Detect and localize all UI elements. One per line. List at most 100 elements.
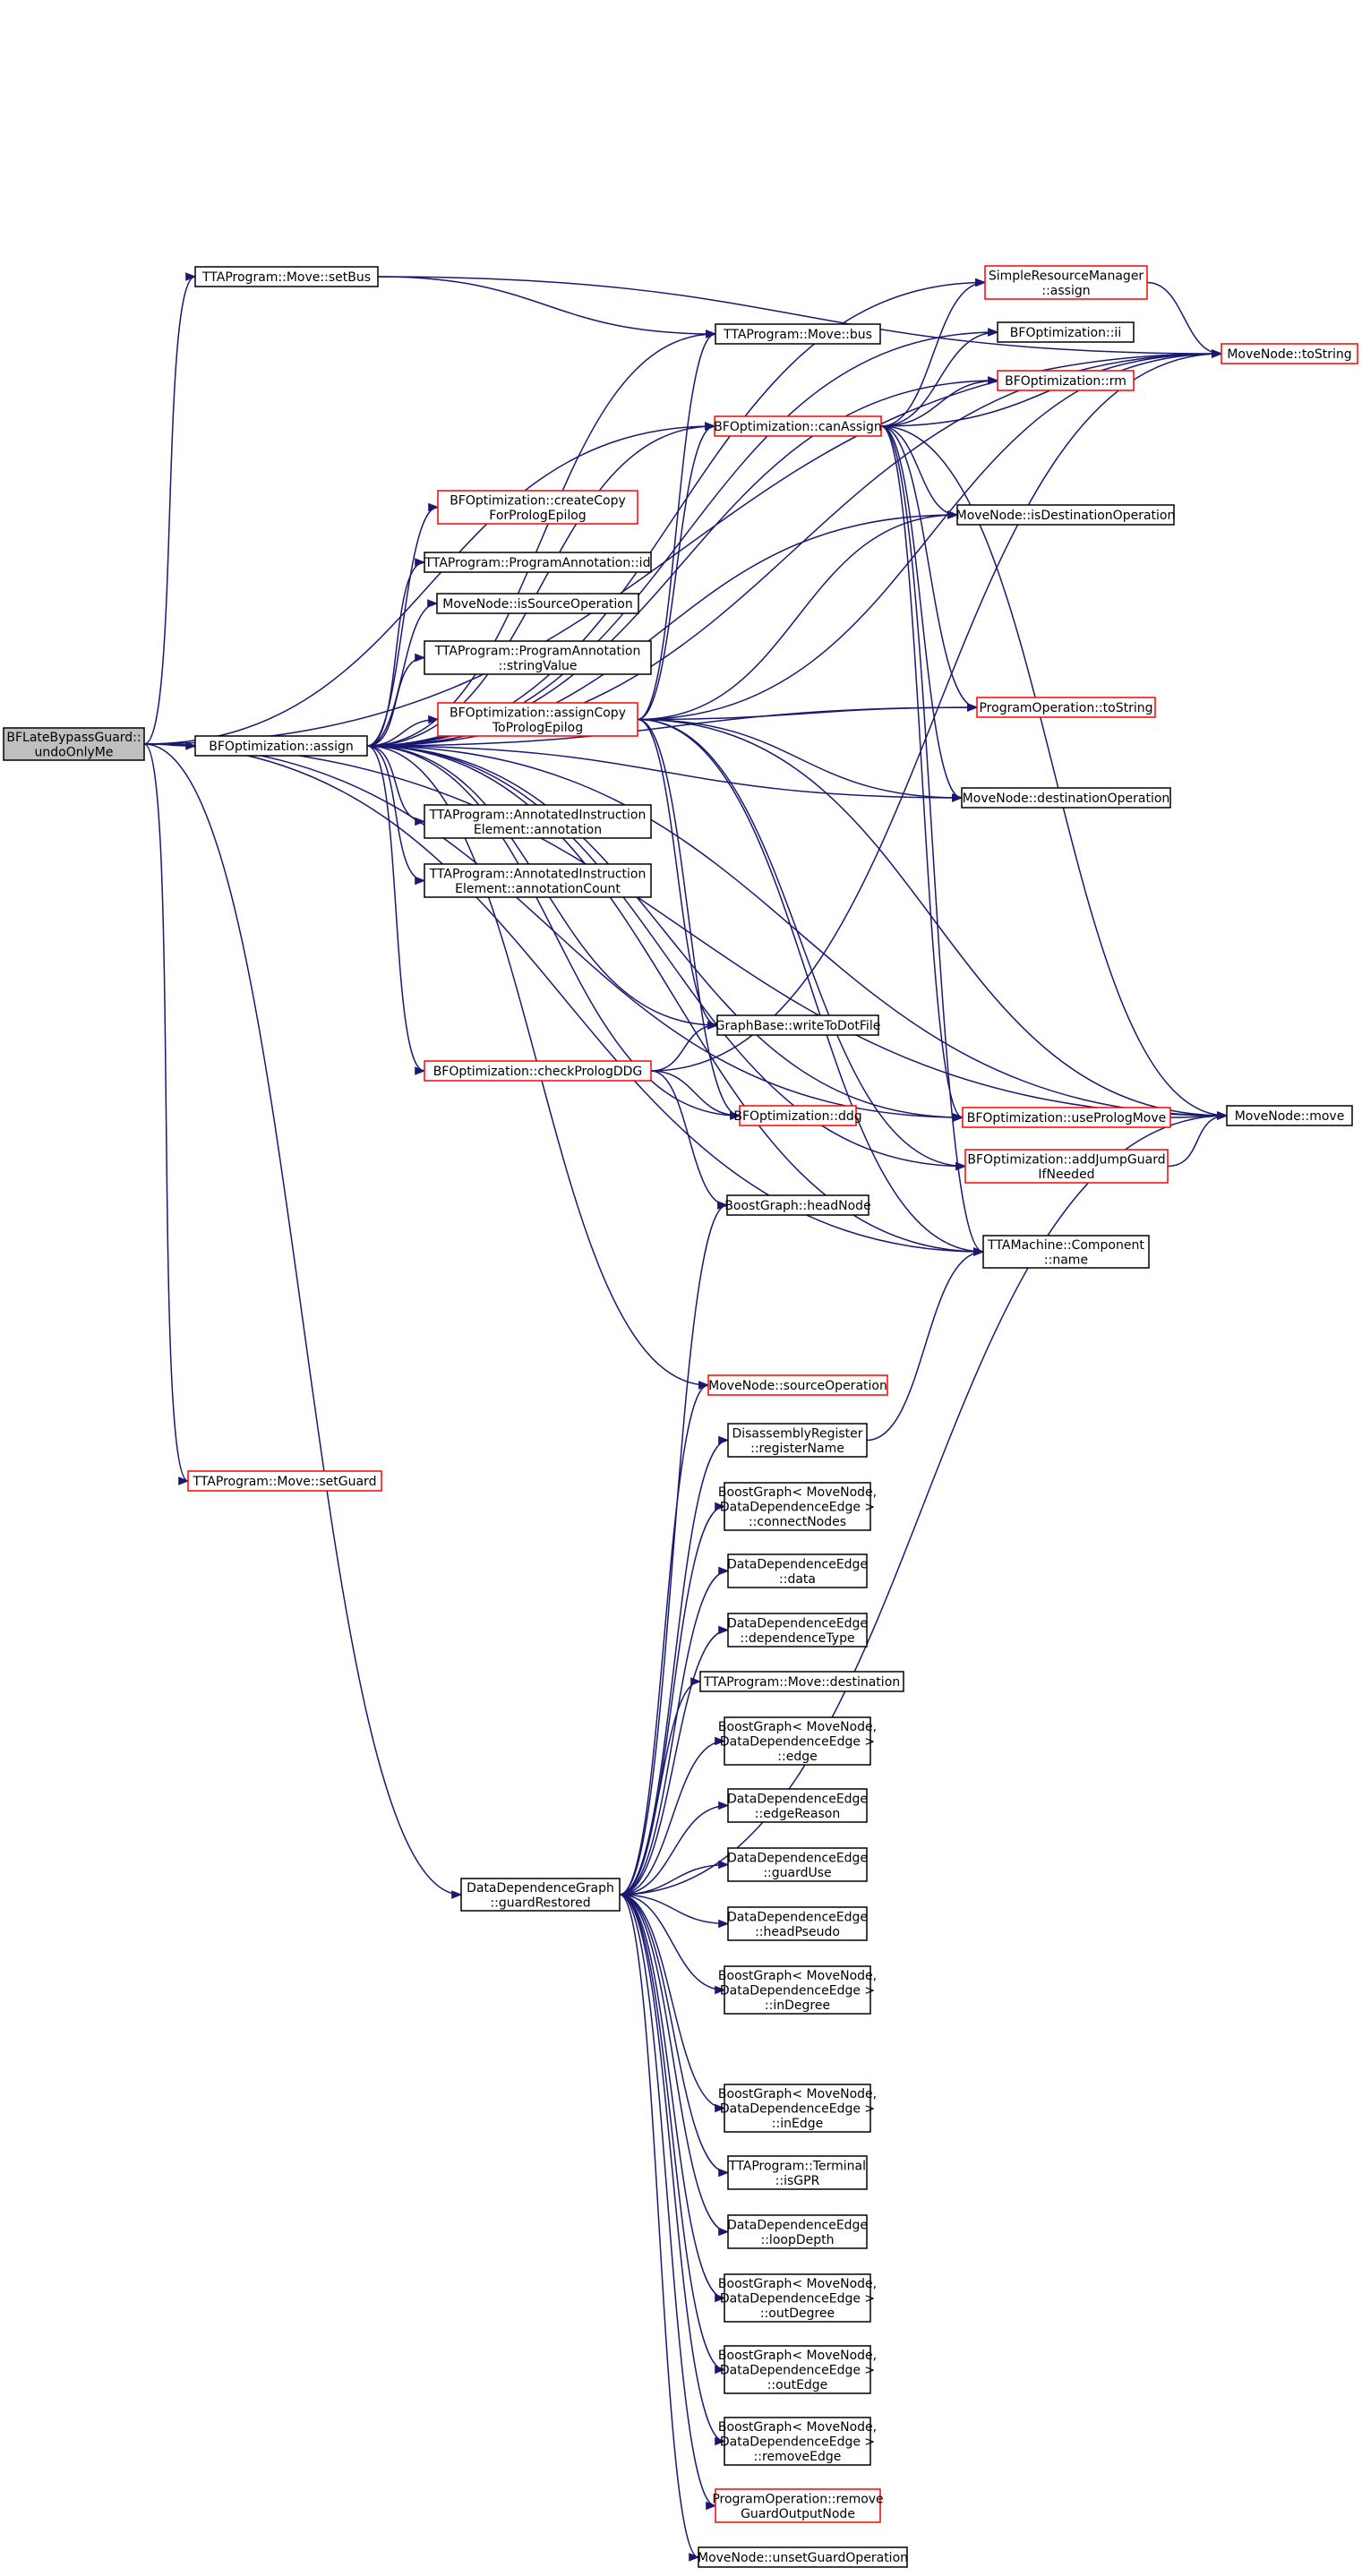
node-box-isGPR — [727, 2155, 868, 2190]
node-label-inDegree-line-1: DataDependenceEdge > — [720, 1984, 875, 1998]
node-checkPrologDDG[interactable]: BFOptimization::checkPrologDDG — [424, 1060, 652, 1082]
node-guardRestored[interactable]: DataDependenceGraph::guardRestored — [460, 1878, 621, 1912]
node-label-connectNodes-line-0: BoostGraph< MoveNode, — [718, 1485, 877, 1500]
edge-assignCopy-to-canAssign — [637, 422, 716, 721]
edge-checkPrologDDG-to-writeToDotFile — [650, 1021, 719, 1072]
node-label-componentName-line-1: ::name — [1044, 1253, 1088, 1267]
node-outDegree[interactable]: BoostGraph< MoveNode,DataDependenceEdge … — [718, 2273, 877, 2323]
node-setBus[interactable]: TTAProgram::Move::setBus — [194, 266, 379, 287]
node-poToString[interactable]: ProgramOperation::toString — [976, 697, 1156, 718]
node-annotation[interactable]: TTAProgram::AnnotatedInstructionElement:… — [424, 804, 652, 839]
node-label-outDegree-line-1: DataDependenceEdge > — [720, 2292, 875, 2306]
node-label-guardRestored-line-1: ::guardRestored — [490, 1896, 590, 1910]
edge-assign-to-stringValue — [366, 653, 426, 747]
edge-assign-to-canAssign — [366, 422, 716, 747]
edge-guardRestored-to-mnMove — [619, 1111, 1229, 1896]
node-label-inEdge-line-1: DataDependenceEdge > — [720, 2102, 875, 2117]
node-label-guardRestored-line-0: DataDependenceGraph — [467, 1881, 614, 1896]
edge-guardRestored-to-removeGuard — [619, 1894, 717, 2511]
node-box-componentName — [982, 1235, 1150, 1269]
node-unsetGuard[interactable]: MoveNode::unsetGuardOperation — [698, 2546, 908, 2568]
node-box-mnToString — [1221, 343, 1358, 364]
node-label-edgeData-line-1: ::data — [779, 1572, 816, 1587]
node-annotId[interactable]: TTAProgram::ProgramAnnotation::id — [424, 552, 652, 573]
edge-root-to-canAssign — [143, 422, 716, 745]
node-label-removeEdge-line-2: ::removeEdge — [754, 2450, 842, 2464]
node-rm[interactable]: BFOptimization::rm — [997, 370, 1135, 391]
node-box-canAssign — [714, 415, 882, 437]
node-isGPR[interactable]: TTAProgram::Terminal::isGPR — [727, 2155, 868, 2190]
edge-guardRestored-to-loopDepth — [619, 1894, 730, 2237]
edge-guardRestored-to-removeEdge — [619, 1894, 726, 2446]
edge-srmAssign-to-mnToString — [1146, 281, 1223, 358]
node-moveDestination[interactable]: TTAProgram::Move::destination — [699, 1671, 904, 1692]
node-label-outDegree-line-2: ::outDegree — [760, 2306, 835, 2321]
node-box-headNode — [726, 1194, 869, 1216]
node-canAssign[interactable]: BFOptimization::canAssign — [714, 415, 882, 437]
edge-assign-to-createCopy — [366, 502, 440, 747]
node-mnMove[interactable]: MoveNode::move — [1226, 1105, 1353, 1126]
node-label-guardUse-line-1: ::guardUse — [763, 1866, 831, 1880]
node-box-poToString — [976, 697, 1156, 718]
node-label-createCopy-line-0: BFOptimization::createCopy — [450, 493, 626, 508]
node-outEdge[interactable]: BoostGraph< MoveNode,DataDependenceEdge … — [718, 2345, 877, 2394]
node-label-createCopy-line-1: ForPrologEpilog — [489, 509, 586, 523]
node-label-inEdge-line-0: BoostGraph< MoveNode, — [718, 2087, 877, 2101]
node-sourceOperation[interactable]: MoveNode::sourceOperation — [707, 1374, 888, 1396]
node-box-isSourceOp — [436, 593, 639, 614]
node-box-connectNodes — [724, 1482, 871, 1531]
edge-guardRestored-to-inDegree — [619, 1894, 726, 1995]
node-destOperation[interactable]: MoveNode::destinationOperation — [961, 787, 1171, 809]
node-box-guardRestored — [460, 1878, 621, 1912]
edge-assignCopy-to-moveBus — [637, 329, 717, 721]
node-createCopy[interactable]: BFOptimization::createCopyForPrologEpilo… — [437, 490, 638, 525]
node-label-bgEdge-line-2: ::edge — [777, 1750, 817, 1764]
node-box-createCopy — [437, 490, 638, 525]
node-usePrologMove[interactable]: BFOptimization::usePrologMove — [962, 1107, 1171, 1128]
node-dependenceType[interactable]: DataDependenceEdge::dependenceType — [727, 1613, 868, 1647]
node-label-stringValue-line-0: TTAProgram::ProgramAnnotation — [434, 644, 641, 658]
node-edgeReason[interactable]: DataDependenceEdge::edgeReason — [727, 1788, 868, 1823]
node-label-edgeReason-line-0: DataDependenceEdge — [727, 1792, 868, 1806]
node-removeEdge[interactable]: BoostGraph< MoveNode,DataDependenceEdge … — [718, 2417, 877, 2466]
edge-root-to-componentName — [143, 743, 985, 1256]
node-srmAssign[interactable]: SimpleResourceManager::assign — [984, 265, 1148, 300]
node-box-annotId — [424, 552, 652, 573]
node-label-headPseudo-line-1: ::headPseudo — [755, 1925, 840, 1939]
node-inDegree[interactable]: BoostGraph< MoveNode,DataDependenceEdge … — [718, 1965, 877, 2015]
node-edgeData[interactable]: DataDependenceEdge::data — [727, 1553, 868, 1588]
edge-addJumpGuard-to-mnMove — [1167, 1111, 1229, 1168]
node-annotationCount[interactable]: TTAProgram::AnnotatedInstructionElement:… — [424, 863, 652, 898]
edge-canAssign-to-mnMove — [880, 425, 1229, 1120]
node-loopDepth[interactable]: DataDependenceEdge::loopDepth — [727, 2214, 868, 2249]
node-label-headNode-line-0: BoostGraph::headNode — [724, 1199, 870, 1213]
edge-assign-to-annotation — [366, 745, 426, 826]
node-box-assign — [194, 735, 368, 757]
node-registerName[interactable]: DisassemblyRegister::registerName — [727, 1423, 868, 1458]
node-ii[interactable]: BFOptimization::ii — [997, 321, 1135, 343]
node-inEdge[interactable]: BoostGraph< MoveNode,DataDependenceEdge … — [718, 2084, 877, 2133]
node-moveBus[interactable]: TTAProgram::Move::bus — [715, 323, 881, 345]
node-headNode[interactable]: BoostGraph::headNode — [724, 1194, 871, 1216]
node-label-loopDepth-line-1: ::loopDepth — [761, 2233, 835, 2247]
node-isDestOp[interactable]: MoveNode::isDestinationOperation — [956, 504, 1176, 526]
node-ddg[interactable]: BFOptimization::ddg — [733, 1105, 862, 1126]
node-guardUse[interactable]: DataDependenceEdge::guardUse — [727, 1847, 868, 1882]
node-headPseudo[interactable]: DataDependenceEdge::headPseudo — [727, 1906, 868, 1941]
node-box-annotation — [424, 804, 652, 839]
node-bgEdge[interactable]: BoostGraph< MoveNode,DataDependenceEdge … — [718, 1716, 877, 1766]
node-isSourceOp[interactable]: MoveNode::isSourceOperation — [436, 593, 639, 614]
edge-guardRestored-to-edgeData — [619, 1566, 730, 1896]
node-setGuard[interactable]: TTAProgram::Move::setGuard — [187, 1470, 382, 1492]
node-writeToDotFile[interactable]: GraphBase::writeToDotFile — [715, 1014, 881, 1036]
node-label-root-line-0: BFLateBypassGuard:: — [6, 731, 141, 745]
node-componentName[interactable]: TTAMachine::Component::name — [982, 1235, 1150, 1269]
node-connectNodes[interactable]: BoostGraph< MoveNode,DataDependenceEdge … — [718, 1482, 877, 1531]
edge-guardRestored-to-sourceOperation — [619, 1381, 710, 1896]
node-assign[interactable]: BFOptimization::assign — [194, 735, 368, 757]
node-stringValue[interactable]: TTAProgram::ProgramAnnotation::stringVal… — [424, 640, 652, 675]
node-mnToString[interactable]: MoveNode::toString — [1221, 343, 1358, 364]
